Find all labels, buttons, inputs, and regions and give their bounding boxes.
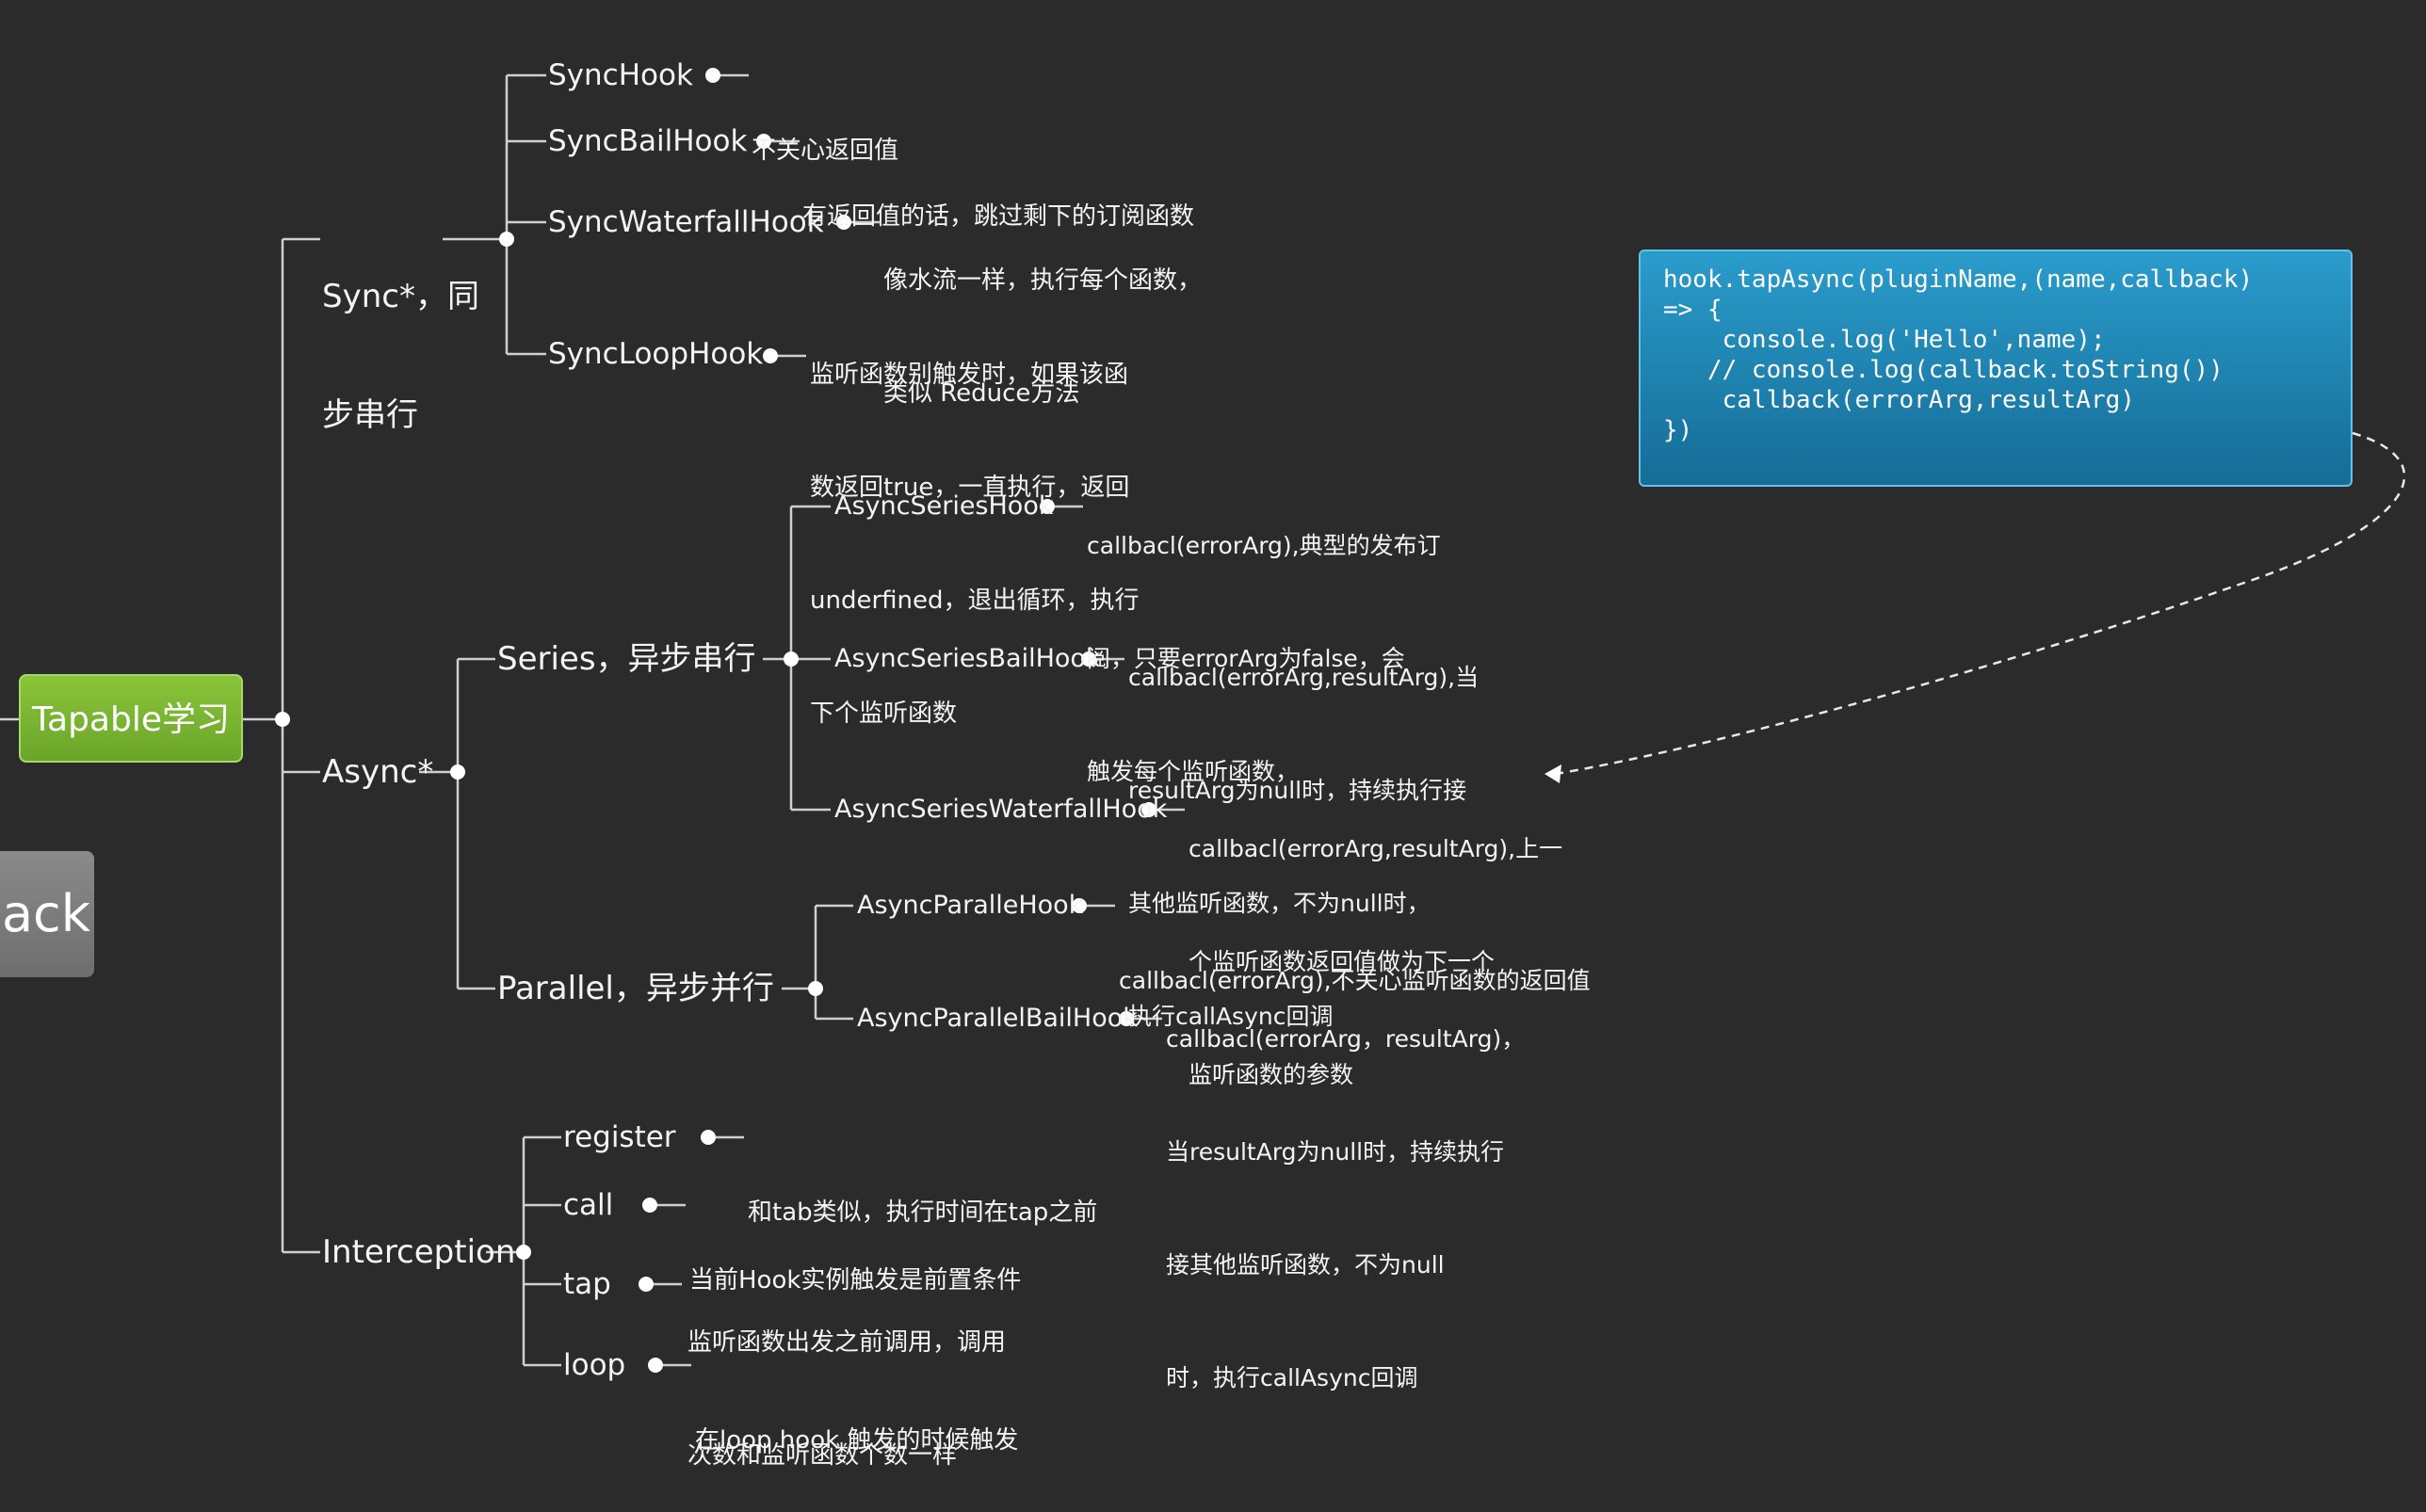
desc-asyncserieshook: callbacl(errorArg),典型的发布订 阅，只要errorArg为f… [1087,452,1441,828]
desc-line: 和tab类似，执行时间在tap之前 [748,1198,1098,1227]
desc-line: 下个监听函数 [810,700,958,728]
interception-tap[interactable]: tap [563,1267,611,1301]
desc-register: 和tab类似，执行时间在tap之前 [748,1118,1097,1269]
desc-syncbailhook: 有返回值的话，跳过剩下的订阅函数 [802,122,1194,273]
interception-register[interactable]: register [563,1120,676,1154]
desc-line: 像水流一样，执行每个函数， [883,266,1203,295]
desc-line: resultArg为null时，持续执行接 [1128,777,1467,804]
hook-asyncserieshook[interactable]: AsyncSeriesHook [834,491,1054,521]
hook-asyncserieswaterfallhook[interactable]: AsyncSeriesWaterfallHook [834,795,1168,824]
hook-asyncparallehook[interactable]: AsyncParalleHook [857,891,1084,920]
hook-syncloophook[interactable]: SyncLoopHook [548,337,764,371]
branch-sync-line1: Sync*，同 [322,278,479,315]
desc-line: 当resultArg为null时，持续执行 [1166,1138,1505,1166]
desc-line: callbacl(errorArg),不关心监听函数的返回值 [1119,967,1591,994]
hook-synchook[interactable]: SyncHook [548,58,693,92]
interception-call[interactable]: call [563,1188,614,1222]
desc-asyncseriesbailhook: callbacl(errorArg,resultArg),当 resultArg… [1128,584,1479,1073]
branch-sync-line2: 步串行 [322,396,418,434]
desc-line: 接其他监听函数，不为null [1166,1251,1445,1279]
desc-asyncserieswaterfallhook: callbacl(errorArg,resultArg),上一 个监听函数返回值… [1189,755,1562,1132]
desc-line: callbacl(errorArg,resultArg),当 [1128,664,1480,691]
branch-interception[interactable]: Interception [322,1233,516,1271]
desc-line: 阅，只要errorArg为false，会 [1087,645,1405,672]
root-node-tapable[interactable]: Tapable学习 [19,674,243,763]
hook-asyncseriesbailhook[interactable]: AsyncSeriesBailHook [834,644,1101,673]
desc-call: 当前Hook实例触发是前置条件 [689,1186,1021,1337]
branch-sync[interactable]: Sync*，同 步串行 [322,198,479,475]
hook-asyncparallelbailhook[interactable]: AsyncParallelBailHook [857,1004,1138,1033]
desc-line: 执行callAsync回调 [1128,1003,1334,1030]
desc-syncloophook: 监听函数别触发时，如果该函 数返回true，一直执行，返回 underfined… [810,281,1140,770]
desc-line: 有返回值的话，跳过剩下的订阅函数 [802,202,1195,231]
desc-synchook: 不关心返回值 [752,56,898,207]
code-line: => { [1663,296,1722,324]
desc-syncwaterfallhook: 像水流一样，执行每个函数， 类似 Reduce方法 [883,186,1202,450]
hook-syncbailhook[interactable]: SyncBailHook [548,124,748,158]
desc-asyncparallehook: callbacl(errorArg),不关心监听函数的返回值 [1119,887,1591,1037]
mindmap-connectors [0,68,2406,1373]
code-line: // console.log(callback.toString()) [1663,356,2224,384]
desc-line: 数返回true，一直执行，返回 [810,474,1130,502]
code-line: }) [1663,416,1693,444]
hook-syncwaterfallhook[interactable]: SyncWaterfallHook [548,205,824,239]
side-node-partial[interactable]: ack [0,851,94,977]
desc-loop: 在loop hook 触发的时候触发 [695,1346,1018,1497]
desc-line: 个监听函数返回值做为下一个 [1189,948,1496,975]
desc-line: 监听函数的参数 [1189,1061,1354,1088]
code-line: console.log('Hello',name); [1663,326,2106,354]
desc-line: 其他监听函数，不为null时， [1128,890,1431,917]
desc-line: 类似 Reduce方法 [883,379,1080,408]
desc-line: callbacl(errorArg,resultArg),上一 [1189,835,1563,862]
desc-line: 时，执行callAsync回调 [1166,1364,1418,1391]
branch-parallel[interactable]: Parallel，异步并行 [497,970,774,1007]
code-line: callback(errorArg,resultArg) [1663,386,2135,414]
desc-line: 触发每个监听函数， [1087,758,1300,785]
branch-series[interactable]: Series，异步串行 [497,640,756,678]
code-line: hook.tapAsync(pluginName,(name,callback) [1663,265,2254,294]
desc-line: 监听函数别触发时，如果该函 [810,361,1129,389]
desc-line: 在loop hook 触发的时候触发 [695,1426,1019,1455]
desc-line: underfined，退出循环，执行 [810,587,1140,615]
interception-loop[interactable]: loop [563,1348,626,1382]
code-note[interactable]: hook.tapAsync(pluginName,(name,callback)… [1639,249,2353,487]
desc-line: 监听函数出发之前调用，调用 [687,1328,1007,1357]
branch-async[interactable]: Async* [322,753,434,791]
desc-line: callbacl(errorArg),典型的发布订 [1087,532,1441,559]
desc-line: callbacl(errorArg，resultArg)， [1166,1025,1526,1053]
desc-line: 当前Hook实例触发是前置条件 [689,1266,1022,1295]
desc-line: 不关心返回值 [752,137,899,165]
desc-asyncparallelbailhook: callbacl(errorArg，resultArg)， 当resultArg… [1166,945,1525,1435]
